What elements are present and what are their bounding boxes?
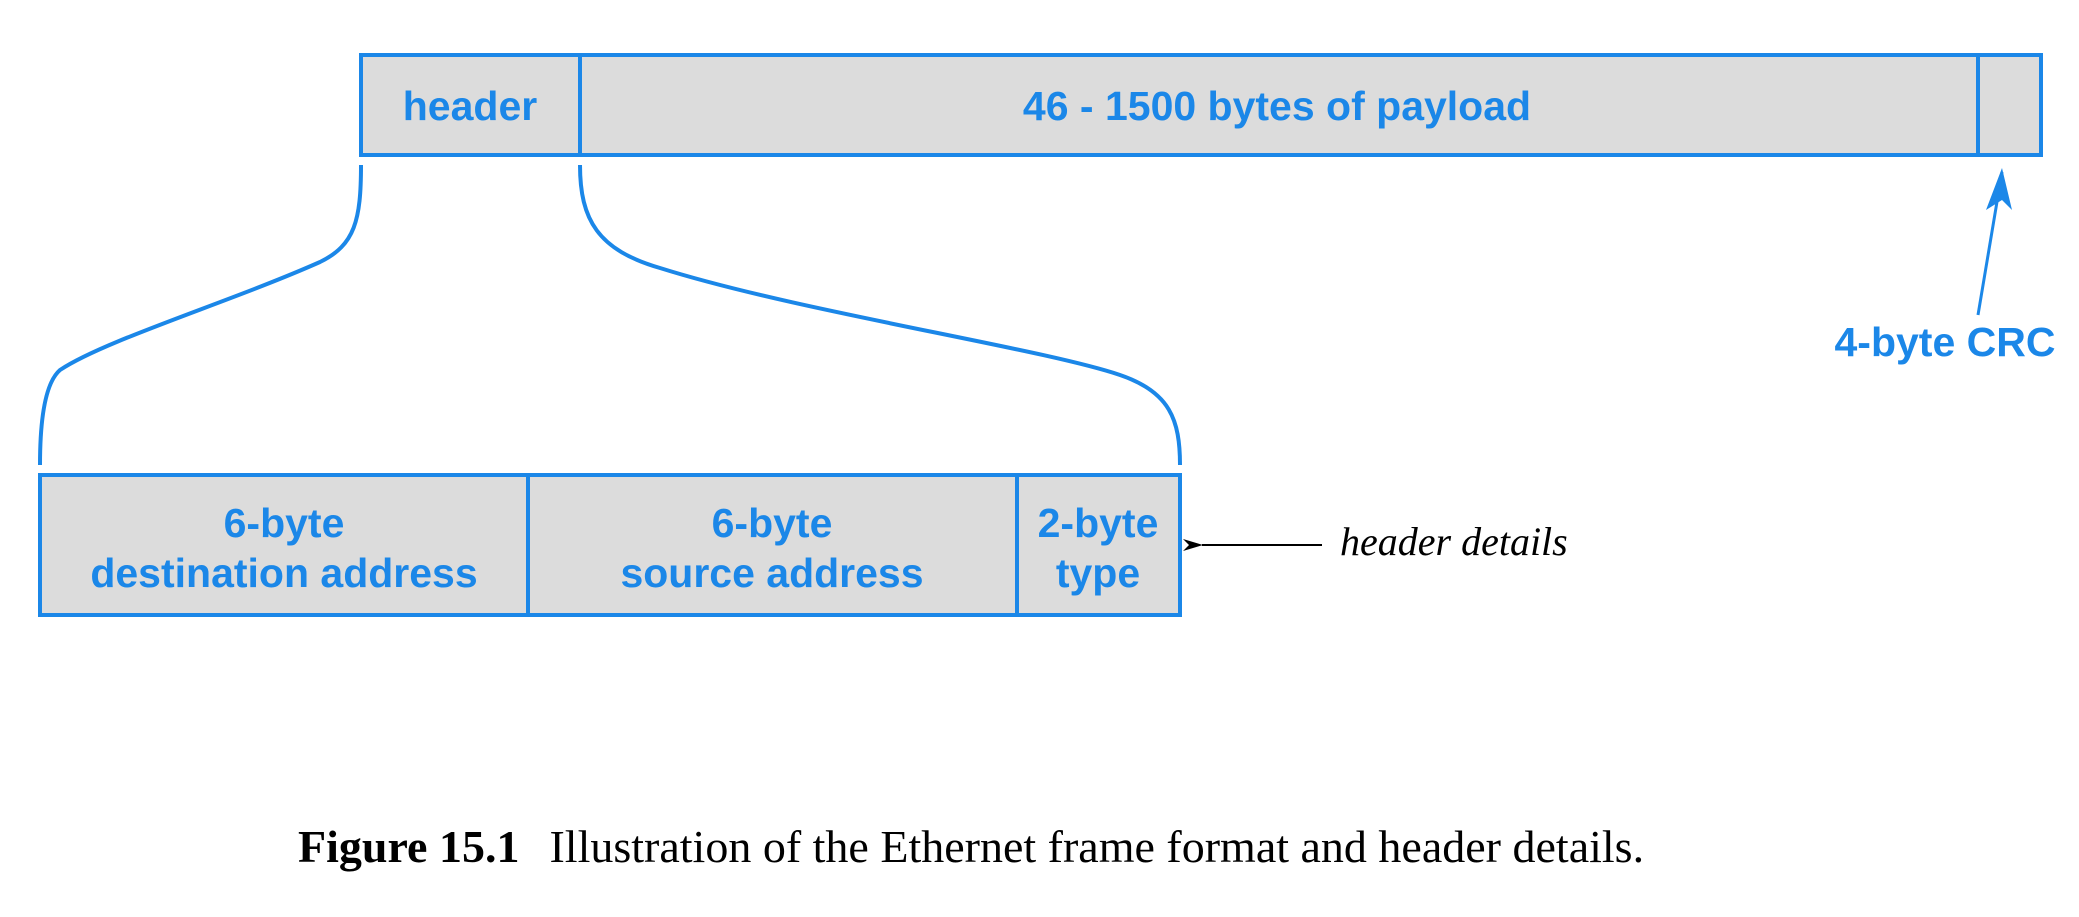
brace-left-curve bbox=[38, 164, 363, 466]
crc-arrow-head bbox=[1986, 168, 2012, 210]
figure-number: Figure 15.1 bbox=[298, 821, 519, 872]
type-field-label: type bbox=[1056, 550, 1140, 596]
destination-field-label: destination address bbox=[90, 550, 477, 596]
header-field-label: header bbox=[403, 83, 537, 129]
source-size-label: 6-byte bbox=[712, 500, 833, 546]
crc-pointer: 4-byte CRC bbox=[1835, 168, 2056, 365]
destination-size-label: 6-byte bbox=[224, 500, 345, 546]
expansion-brace bbox=[38, 164, 1182, 466]
figure-caption-text: Illustration of the Ethernet frame forma… bbox=[549, 821, 1644, 872]
source-field-label: source address bbox=[620, 550, 923, 596]
header-details-label: header details bbox=[1340, 519, 1568, 564]
header-detail-box bbox=[38, 473, 1182, 617]
crc-label: 4-byte CRC bbox=[1835, 319, 2056, 365]
header-details-annotation: header details bbox=[1183, 519, 1568, 564]
brace-right-curve bbox=[578, 164, 1182, 466]
figure-caption: Figure 15.1 Illustration of the Ethernet… bbox=[298, 821, 1644, 872]
payload-field-label: 46 - 1500 bytes of payload bbox=[1023, 83, 1531, 129]
frame-row: header 46 - 1500 bytes of payload bbox=[359, 53, 2043, 157]
frame-box bbox=[359, 53, 2043, 157]
header-detail-row: 6-byte destination address 6-byte source… bbox=[38, 473, 1182, 617]
type-size-label: 2-byte bbox=[1038, 500, 1159, 546]
